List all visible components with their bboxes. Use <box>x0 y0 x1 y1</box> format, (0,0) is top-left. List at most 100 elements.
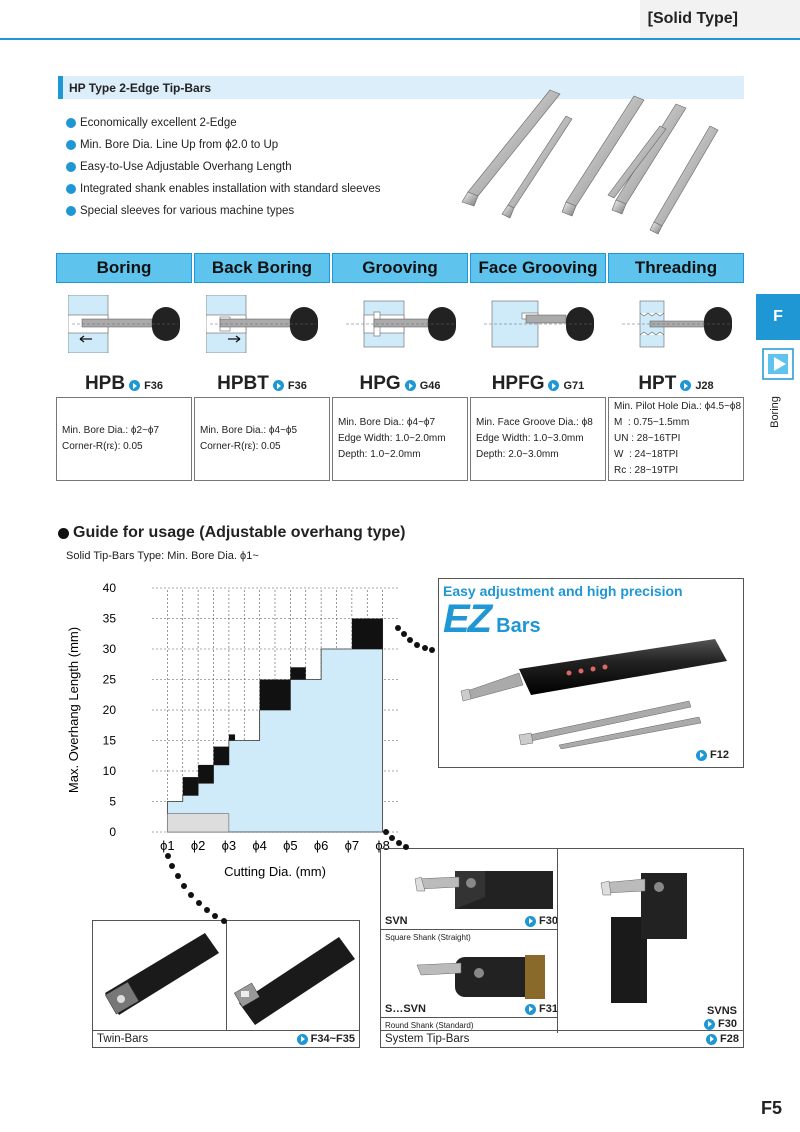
side-label: Boring <box>769 396 782 428</box>
divider <box>557 849 558 1033</box>
twin-bars-label: Twin-Bars <box>97 1033 149 1045</box>
page-ref-icon <box>296 1033 308 1045</box>
category-row: Boring HPB F36 Min. Bore Dia.: ϕ2~ϕ7 Cor… <box>56 253 744 481</box>
svn-holder-image <box>414 871 553 909</box>
divider <box>381 1030 743 1031</box>
svn-description: Square Shank (Straight) <box>385 933 471 942</box>
twin-page-ref[interactable]: F34~F35 <box>296 1033 355 1045</box>
x-tick-label: ϕ7 <box>345 838 360 853</box>
tipbar-product-image <box>461 89 719 235</box>
page-ref-icon <box>272 380 284 391</box>
page-ref-icon <box>704 1018 716 1030</box>
svn-page-ref[interactable]: F30 <box>525 915 558 927</box>
category-face-grooving: Face Grooving HPFG G71 Min. Face Groove … <box>470 253 606 481</box>
page-ref[interactable]: G46 <box>419 380 441 392</box>
page-ref-icon <box>706 1033 718 1045</box>
guide-subtitle: Solid Tip-Bars Type: Min. Bore Dia. ϕ1~ <box>66 550 259 562</box>
highlight-block <box>290 667 306 680</box>
twin-bar-image <box>233 937 355 1025</box>
back-boring-diagram <box>206 295 318 353</box>
category-specs: Min. Pilot Hole Dia.: ϕ4.5~ϕ8 M : 0.75~1… <box>608 397 744 481</box>
page-ref[interactable]: F36 <box>144 380 164 392</box>
header-tag: [Solid Type] <box>640 0 800 38</box>
category-title: Threading <box>608 253 744 283</box>
category-back-boring: Back Boring HPBT F36 Min. Bore Dia.: ϕ4~… <box>194 253 330 481</box>
category-code: HPFG G71 <box>491 373 585 394</box>
page-ref-icon <box>525 915 536 927</box>
boring-diagram <box>68 295 180 353</box>
category-title: Grooving <box>332 253 468 283</box>
ez-bars-panel: Easy adjustment and high precision EZ Ba… <box>438 578 744 768</box>
header-rule <box>0 38 800 40</box>
side-tab-f[interactable]: F <box>756 294 800 340</box>
y-tick-label: 0 <box>109 825 116 839</box>
page-ref-icon <box>129 380 141 391</box>
svns-holder-image <box>600 873 687 1003</box>
ssvn-description: Round Shank (Standard) <box>385 1021 474 1030</box>
x-tick-label: ϕ6 <box>314 838 329 853</box>
category-title: Back Boring <box>194 253 330 283</box>
svns-page-ref[interactable]: F30 <box>704 1018 737 1030</box>
bullet-icon <box>66 118 76 128</box>
feature-item: Min. Bore Dia. Line Up from ϕ2.0 to Up <box>66 134 426 156</box>
divider <box>93 1030 359 1031</box>
highlight-block <box>259 679 291 710</box>
bullet-icon <box>66 206 76 216</box>
page-ref[interactable]: F36 <box>287 380 307 392</box>
svns-name: SVNS <box>707 1005 737 1017</box>
y-tick-label: 20 <box>103 703 117 717</box>
category-threading: Threading HPT J28 Min. Pilot Hole Dia.: … <box>608 253 744 481</box>
category-specs: Min. Bore Dia.: ϕ2~ϕ7 Corner-R(rε): 0.05 <box>56 397 192 481</box>
feature-item: Integrated shank enables installation wi… <box>66 178 426 200</box>
ssvn-name: S…SVN <box>385 1003 426 1015</box>
ez-title: Easy adjustment and high precision <box>443 583 683 599</box>
highlight-block <box>228 734 236 741</box>
x-tick-label: ϕ2 <box>191 838 206 853</box>
y-tick-label: 10 <box>103 764 117 778</box>
ez-page-ref[interactable]: F12 <box>696 749 729 761</box>
x-tick-label: ϕ1 <box>160 838 175 853</box>
system-tip-bars-label: System Tip-Bars <box>385 1033 470 1045</box>
y-tick-label: 25 <box>103 673 117 687</box>
min-band <box>167 813 230 833</box>
category-title: Face Grooving <box>470 253 606 283</box>
system-page-ref[interactable]: F28 <box>706 1033 739 1045</box>
x-tick-label: ϕ4 <box>252 838 267 853</box>
divider <box>226 921 227 1031</box>
highlight-block <box>182 777 199 796</box>
feature-item: Economically excellent 2-Edge <box>66 112 426 134</box>
system-tip-bars-panel: SVN F30 Square Shank (Straight) S…SVN F3… <box>380 848 744 1048</box>
page-ref-icon <box>404 380 416 391</box>
y-tick-label: 15 <box>103 734 117 748</box>
category-specs: Min. Bore Dia.: ϕ4~ϕ5 Corner-R(rε): 0.05 <box>194 397 330 481</box>
face-grooving-diagram <box>484 300 594 348</box>
x-axis-label: Cutting Dia. (mm) <box>224 864 326 879</box>
category-boring: Boring HPB F36 Min. Bore Dia.: ϕ2~ϕ7 Cor… <box>56 253 192 481</box>
page-header: [Solid Type] <box>0 0 800 40</box>
ssvn-holder-image <box>416 955 545 999</box>
page-number: F5 <box>760 1098 782 1118</box>
x-tick-label: ϕ5 <box>283 838 298 853</box>
category-specs: Min. Bore Dia.: ϕ4~ϕ7 Edge Width: 1.0~2.… <box>332 397 468 481</box>
svn-name: SVN <box>385 915 408 927</box>
divider <box>381 1017 557 1018</box>
y-axis-label: Max. Overhang Length (mm) <box>66 627 81 793</box>
bullet-icon <box>58 527 69 539</box>
boring-tool-icon <box>762 348 794 380</box>
y-tick-label: 30 <box>103 642 117 656</box>
category-specs: Min. Face Groove Dia.: ϕ8 Edge Width: 1.… <box>470 397 606 481</box>
ez-bars-image <box>460 639 727 749</box>
x-tick-label: ϕ8 <box>375 838 390 853</box>
page-ref[interactable]: J28 <box>695 380 714 392</box>
category-code: HPT J28 <box>638 373 714 394</box>
page-ref-icon <box>680 380 692 391</box>
threading-diagram <box>622 300 732 348</box>
highlight-block <box>198 764 214 784</box>
ssvn-page-ref[interactable]: F31 <box>525 1003 558 1015</box>
highlight-block <box>213 746 229 765</box>
ez-brand: EZ Bars <box>443 597 541 641</box>
guide-title: Guide for usage (Adjustable overhang typ… <box>58 524 406 542</box>
page-ref[interactable]: G71 <box>563 380 585 392</box>
category-title: Boring <box>56 253 192 283</box>
